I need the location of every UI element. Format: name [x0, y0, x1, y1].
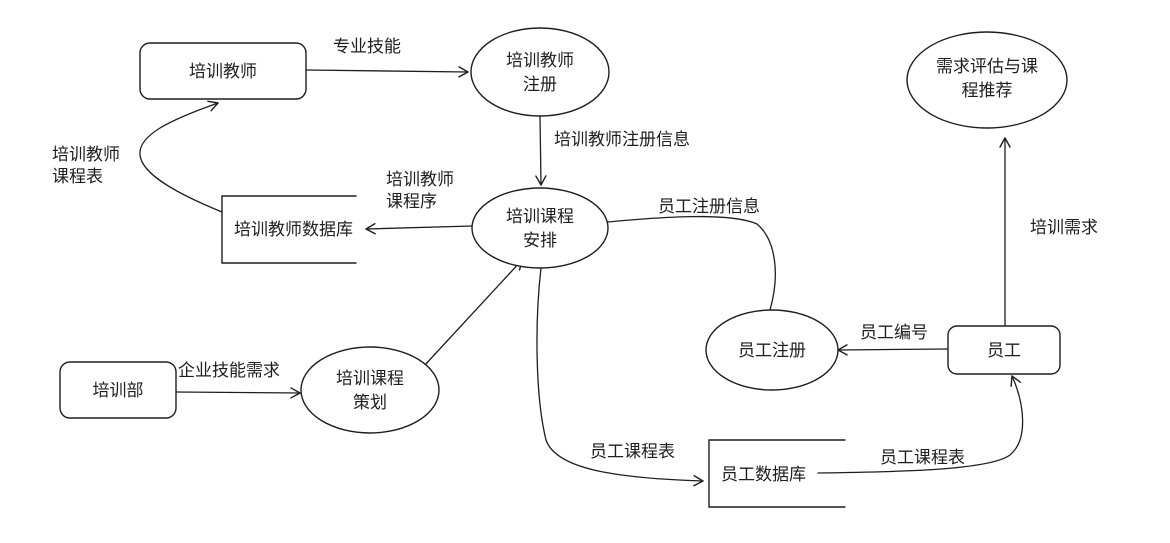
process-course-schedule-line1: 培训课程 — [506, 207, 574, 227]
process-employee-register-label: 员工注册 — [738, 341, 806, 361]
process-trainer-register-line2: 注册 — [523, 75, 557, 95]
flow-training-needs: 培训需求 — [999, 137, 1098, 327]
store-trainer-db-label: 培训教师数据库 — [234, 220, 353, 240]
process-needs-eval-line1: 需求评估与课 — [936, 57, 1038, 77]
flow-employee-id: 员工编号 — [837, 323, 949, 356]
entity-training-dept: 培训部 — [59, 361, 177, 419]
flow-trainer-schedule-to-store: 培训教师 课程序 — [365, 170, 473, 235]
flow-employee-schedule-to-employee: 员工课程表 — [817, 375, 1024, 474]
flow-enterprise-skill-needs: 企业技能需求 — [175, 361, 301, 399]
process-course-plan-line1: 培训课程 — [336, 369, 404, 389]
flow-label-training-needs: 培训需求 — [1030, 218, 1098, 238]
flow-employee-reg-info: 员工注册信息 — [607, 197, 776, 311]
process-employee-register: 员工注册 — [705, 309, 839, 391]
flow-label-employee-reg-info: 员工注册信息 — [658, 197, 760, 217]
store-trainer-db: 培训教师数据库 — [221, 195, 357, 264]
flow-label-employee-id: 员工编号 — [860, 323, 928, 343]
flow-label-employee-schedule-right: 员工课程表 — [880, 448, 965, 468]
store-employee-db-label: 员工数据库 — [721, 465, 806, 485]
process-course-schedule: 培训课程 安排 — [471, 187, 609, 269]
entity-training-dept-label: 培训部 — [93, 381, 144, 401]
process-trainer-register: 培训教师 注册 — [470, 27, 610, 117]
process-needs-eval: 需求评估与课 程推荐 — [906, 31, 1068, 129]
flow-professional-skills: 专业技能 — [305, 37, 469, 78]
process-course-schedule-line2: 安排 — [523, 231, 557, 251]
process-course-plan: 培训课程 策划 — [300, 346, 440, 434]
flow-label-trainer-course-2: 课程序 — [386, 192, 437, 212]
flow-trainer-reg-info: 培训教师注册信息 — [535, 115, 690, 186]
entity-employee-label: 员工 — [987, 341, 1021, 361]
flow-label-trainer-course-1: 培训教师 — [386, 170, 454, 190]
process-course-plan-line2: 策划 — [353, 393, 387, 413]
store-employee-db: 员工数据库 — [708, 439, 846, 508]
process-needs-eval-line2: 程推荐 — [962, 81, 1013, 101]
flow-label-professional-skills: 专业技能 — [333, 37, 401, 57]
entity-trainer: 培训教师 — [139, 42, 307, 100]
flow-label-trainer-schedule-1: 培训教师 — [52, 145, 120, 165]
process-trainer-register-line1: 培训教师 — [506, 51, 574, 71]
flow-label-trainer-schedule-2: 课程表 — [52, 167, 103, 187]
entity-employee: 员工 — [947, 325, 1061, 375]
flow-label-employee-schedule-left: 员工课程表 — [590, 442, 675, 462]
flow-trainer-schedule-to-trainer: 培训教师 课程表 — [52, 100, 223, 213]
flow-label-trainer-reg-info: 培训教师注册信息 — [554, 130, 690, 150]
flow-label-enterprise-skill-needs: 企业技能需求 — [178, 361, 280, 381]
flow-employee-schedule-to-store: 员工课程表 — [536, 267, 704, 487]
entity-trainer-label: 培训教师 — [189, 62, 257, 82]
flow-plan-to-schedule — [423, 259, 523, 367]
